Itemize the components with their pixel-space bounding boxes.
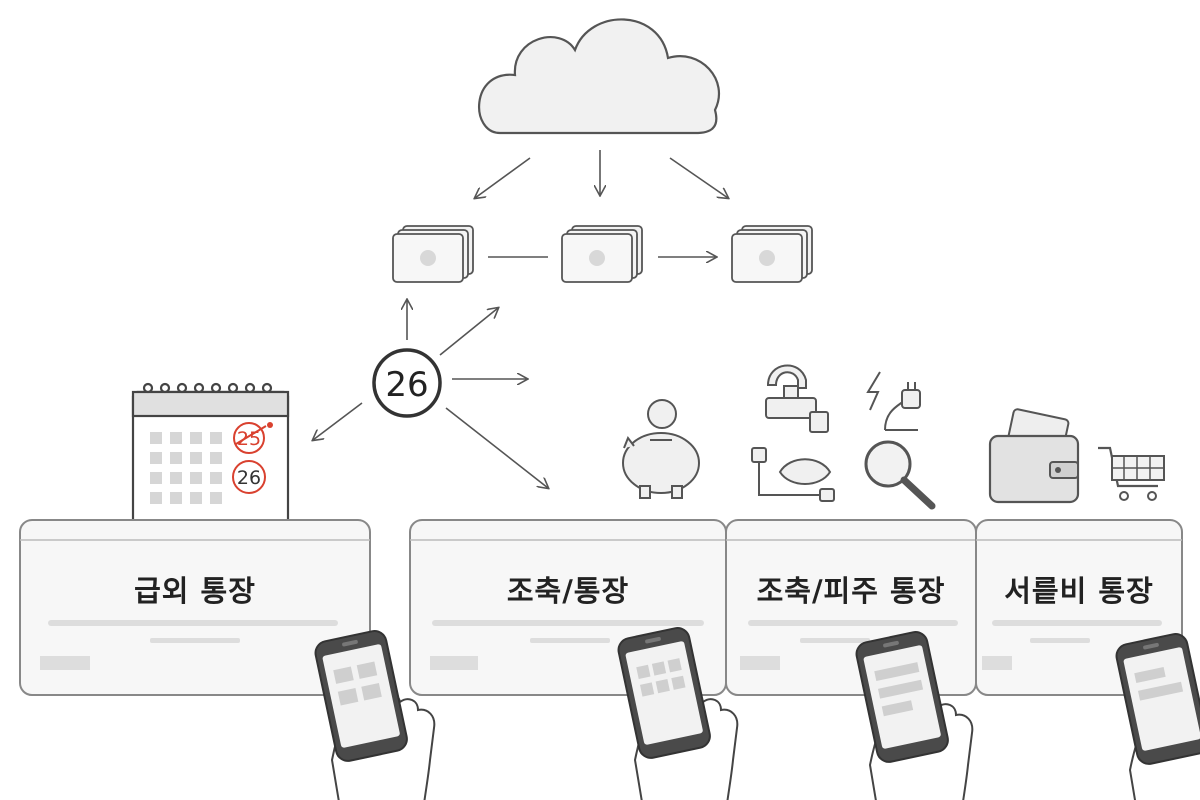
day-26-badge-label: 26 xyxy=(385,365,428,405)
calendar-icon: 25 26 xyxy=(131,382,290,532)
account-label-2: 조축/통장 xyxy=(506,574,630,608)
hand-with-phone xyxy=(615,624,739,800)
hand-with-phone xyxy=(853,628,974,800)
cash-stack-icon xyxy=(392,225,474,283)
faucet-icon xyxy=(765,364,829,433)
calendar-new-date: 26 xyxy=(237,467,261,489)
hand-with-phone xyxy=(312,627,436,800)
cloud-icon xyxy=(478,18,721,135)
piggy-bank-icon xyxy=(622,399,700,499)
cash-stack-icon xyxy=(731,225,813,283)
account-label-3: 조축/피주 통장 xyxy=(756,574,946,608)
cash-stack-icon xyxy=(561,225,643,283)
cable-icon xyxy=(751,447,835,502)
shopping-cart-icon xyxy=(1098,446,1165,501)
day-26-badge: 26 xyxy=(372,348,442,418)
account-label-1: 급외 통장 xyxy=(134,574,256,608)
smartphone-icon xyxy=(1113,630,1200,768)
power-plug-icon xyxy=(866,371,921,431)
wallet-icon xyxy=(988,408,1080,504)
hand-with-phone xyxy=(1113,630,1200,800)
badge-arrow-upright xyxy=(439,308,498,356)
badge-arrow-downleft xyxy=(313,402,363,440)
cloud-arrow-left xyxy=(475,157,531,198)
account-panel xyxy=(19,519,371,696)
magnifier-icon xyxy=(864,440,936,510)
badge-arrow-downright xyxy=(445,407,548,488)
smartphone-icon xyxy=(312,627,411,765)
cloud-arrow-right xyxy=(669,157,728,198)
account-label-4: 서릍비 통장 xyxy=(1004,574,1154,608)
